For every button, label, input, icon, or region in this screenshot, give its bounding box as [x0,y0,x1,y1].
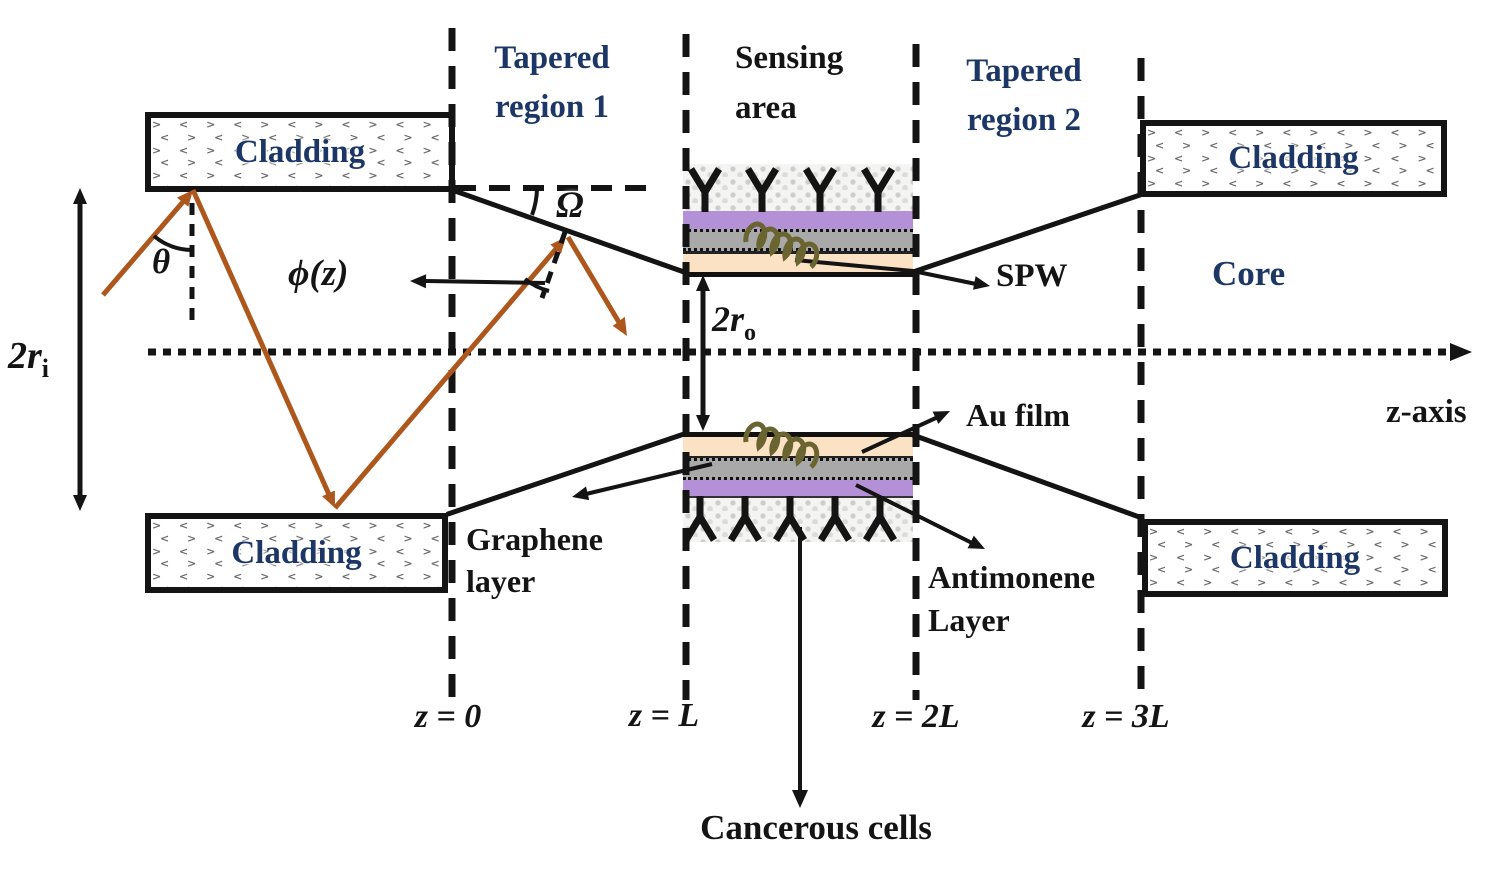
taper1-bottom-line [445,431,687,517]
ray-segment-down [190,188,334,501]
antibody-icon [803,167,837,212]
input-radius-label: 2ri [8,334,49,383]
ray-arrowhead [322,490,335,508]
phi-pointer-line [425,279,546,285]
cladding-bottom-left: > < > < > < > < > < > < > < > < > < > < … [145,513,448,593]
antibody-icon [863,496,897,542]
spw-label: SPW [996,258,1068,294]
waist-radius-subscript: o [744,320,757,346]
antimonene-arrowhead [967,535,985,549]
theta-angle-label: θ [152,242,171,281]
arrowhead-up [73,188,87,204]
au-film-pointer-line [861,415,939,454]
graphene-pointer-line [585,462,713,496]
taper-outline [445,185,1145,521]
antimonene-label-line1: Antimonene [928,559,1096,595]
cladding-label: Cladding [1228,140,1359,176]
antibody-icon [773,496,807,542]
phi-normal-dashed-line [539,231,568,299]
ray-arrowhead [176,190,193,207]
tapered-region-2-label-line1: Tapered [966,53,1082,89]
ray-arrowhead [612,316,627,336]
spw-pointer-line [794,258,977,286]
omega-angle-arc [530,187,539,216]
radius-dimension-arrows [73,188,710,511]
cladding-hatch-pattern: > < > < > < > < > < > < > < > < > < > < … [152,519,442,587]
z2L-marker-label: z = 2L [872,698,960,735]
antimonene-label-line2: Layer [928,602,1010,638]
spw-arrowhead [973,276,990,290]
phi-angle-arc [523,277,550,293]
theta-angle-arc [152,234,193,252]
arrowhead-down [73,495,87,511]
taper1-top-line [452,188,687,275]
cancerous-cells-label: Cancerous cells [700,808,932,847]
ray-segment-refracted [565,235,626,331]
cancerous-cells-arrowhead [792,790,808,808]
spw-squiggle-icon [743,421,820,469]
antibody-icon [861,167,895,212]
input-radius-subscript: i [41,354,50,383]
antibody-icons-top [688,167,895,212]
waist-radius-main: 2r [712,299,745,339]
section-boundary-lines [448,28,1145,700]
antibody-icon [683,496,717,542]
antibody-icon [818,496,852,542]
phi-pointer-arrowhead [410,274,427,289]
cladding-label: Cladding [231,534,362,571]
annotation-arrows [572,258,990,808]
taper2-bottom-line [910,432,1145,521]
arrowhead-up [696,275,710,291]
cladding-label: Cladding [1229,539,1361,576]
antibody-icons-bottom [683,496,897,542]
sensing-area-label-line1: Sensing [735,40,844,76]
taper2-top-line [910,192,1143,275]
cladding-top-left: > < > < > < > < > < > < > < > < > < > < … [145,112,455,192]
antibody-icon [745,167,779,212]
au-film-label: Au film [966,397,1070,433]
z-axis-line [148,343,1472,361]
core-label: Core [1212,254,1286,293]
au-film-arrowhead [932,411,950,424]
cladding-bottom-right: > < > < > < > < > < > < > < > < > < > < … [1142,519,1448,597]
antimonene-pointer-line [855,483,973,545]
z-axis-label: z-axis [1386,394,1467,430]
z0-marker-label: z = 0 [414,698,482,735]
cladding-hatch-pattern: > < > < > < > < > < > < > < > < > < > < … [1149,525,1442,591]
tapered-region-2-label-line2: region 2 [967,102,1081,138]
tapered-region-1-label-line2: region 1 [495,89,609,125]
angle-construction [152,187,568,320]
graphene-arrowhead [572,486,590,501]
cladding-top-right: > < > < > < > < > < > < > < > < > < > < … [1140,120,1447,197]
cladding-hatch-pattern: > < > < > < > < > < > < > < > < > < > < … [152,118,449,186]
cladding-hatch-pattern: > < > < > < > < > < > < > < > < > < > < … [1147,126,1441,191]
tapered-region-1-label-line1: Tapered [494,40,610,76]
guided-light-ray [101,188,627,510]
input-radius-main: 2r [8,335,42,377]
antibody-icon [728,496,762,542]
sensing-area-label-line2: area [735,90,797,126]
cladding-label: Cladding [234,133,366,170]
graphene-label-line1: Graphene [466,521,603,557]
waist-radius-label: 2ro [712,298,756,346]
arrowhead-down [696,415,710,431]
antibody-icon [688,167,722,212]
antimonene-layer-bottom [683,480,913,498]
antimonene-layer-top [683,211,913,229]
spw-squiggle-icon [743,221,820,269]
graphene-label-line2: layer [466,563,536,599]
z-axis-arrowhead [1450,343,1472,361]
z3L-marker-label: z = 3L [1082,698,1170,735]
surface-plasmon-wave-icons [743,221,820,469]
omega-angle-label: Ω [556,185,584,226]
phi-angle-label: ϕ(z) [288,253,349,294]
ray-segment-incident [101,194,190,297]
ray-segment-up-to-taper [333,241,563,510]
zL-marker-label: z = L [628,697,700,734]
